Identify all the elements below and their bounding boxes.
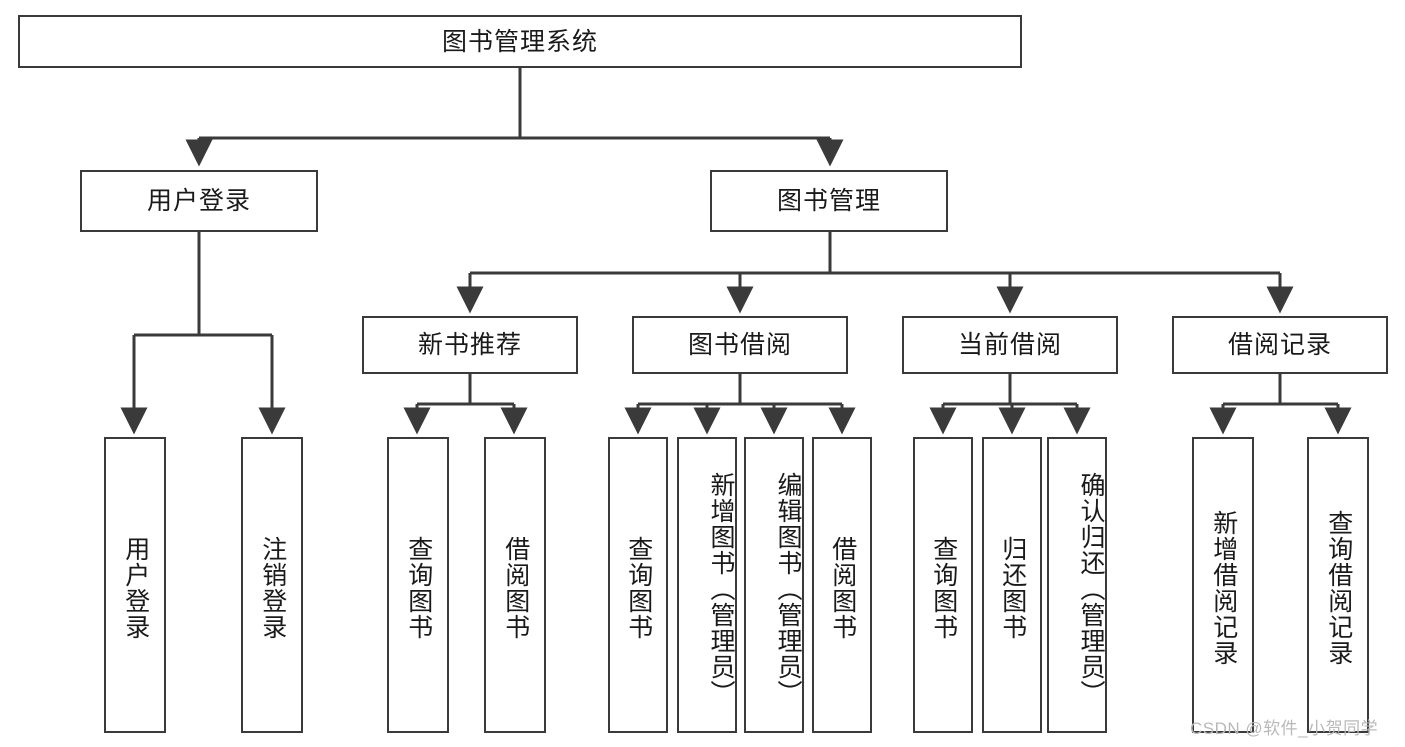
watermark: CSDN @软件_小贺同学 — [1190, 714, 1378, 739]
node-book-manage[interactable]: 图书管理 — [710, 170, 948, 232]
node-leaf-query-record[interactable]: 查询借阅记录 — [1307, 437, 1369, 733]
node-book-borrow-label: 图书借阅 — [687, 331, 792, 359]
node-current-borrow-label: 当前借阅 — [957, 331, 1062, 359]
node-leaf-add-record-label: 新增借阅记录 — [1209, 510, 1238, 666]
node-leaf-logout[interactable]: 注销登录 — [241, 437, 303, 733]
node-leaf-return-book-label: 归还图书 — [998, 536, 1027, 640]
node-borrow-record[interactable]: 借阅记录 — [1172, 316, 1388, 374]
node-leaf-user-login-label: 用户登录 — [121, 536, 150, 640]
node-leaf-add-book-label: 新增图书（管理员） — [707, 472, 735, 706]
node-book-manage-label: 图书管理 — [776, 187, 881, 215]
node-leaf-logout-label: 注销登录 — [258, 536, 287, 640]
node-leaf-query-book-2-label: 查询图书 — [624, 536, 653, 640]
node-leaf-borrow-book-1[interactable]: 借阅图书 — [484, 437, 546, 733]
node-leaf-query-book-3-label: 查询图书 — [929, 536, 958, 640]
node-current-borrow[interactable]: 当前借阅 — [902, 316, 1118, 374]
node-leaf-borrow-book-2-label: 借阅图书 — [828, 536, 857, 640]
node-leaf-user-login[interactable]: 用户登录 — [104, 437, 166, 733]
node-user-login-label: 用户登录 — [146, 187, 251, 215]
node-leaf-add-book[interactable]: 新增图书（管理员） — [677, 437, 737, 733]
node-leaf-query-book-3[interactable]: 查询图书 — [913, 437, 973, 733]
node-new-book-recommend-label: 新书推荐 — [417, 331, 522, 359]
node-leaf-confirm-return[interactable]: 确认归还（管理员） — [1047, 437, 1107, 733]
node-leaf-confirm-return-label: 确认归还（管理员） — [1077, 472, 1105, 706]
watermark-text: CSDN @软件_小贺同学 — [1190, 719, 1379, 738]
node-leaf-query-book-1[interactable]: 查询图书 — [387, 437, 449, 733]
node-leaf-borrow-book-2[interactable]: 借阅图书 — [812, 437, 872, 733]
node-leaf-add-record[interactable]: 新增借阅记录 — [1192, 437, 1254, 733]
node-leaf-query-record-label: 查询借阅记录 — [1324, 510, 1353, 666]
node-leaf-borrow-book-1-label: 借阅图书 — [501, 536, 530, 640]
node-leaf-query-book-2[interactable]: 查询图书 — [608, 437, 668, 733]
node-leaf-edit-book[interactable]: 编辑图书（管理员） — [744, 437, 804, 733]
node-user-login[interactable]: 用户登录 — [80, 170, 318, 232]
node-leaf-return-book[interactable]: 归还图书 — [982, 437, 1042, 733]
node-leaf-query-book-1-label: 查询图书 — [404, 536, 433, 640]
node-new-book-recommend[interactable]: 新书推荐 — [362, 316, 578, 374]
node-book-borrow[interactable]: 图书借阅 — [632, 316, 848, 374]
node-borrow-record-label: 借阅记录 — [1227, 331, 1332, 359]
node-root[interactable]: 图书管理系统 — [18, 15, 1022, 68]
node-root-label: 图书管理系统 — [441, 27, 598, 56]
node-leaf-edit-book-label: 编辑图书（管理员） — [774, 472, 802, 706]
